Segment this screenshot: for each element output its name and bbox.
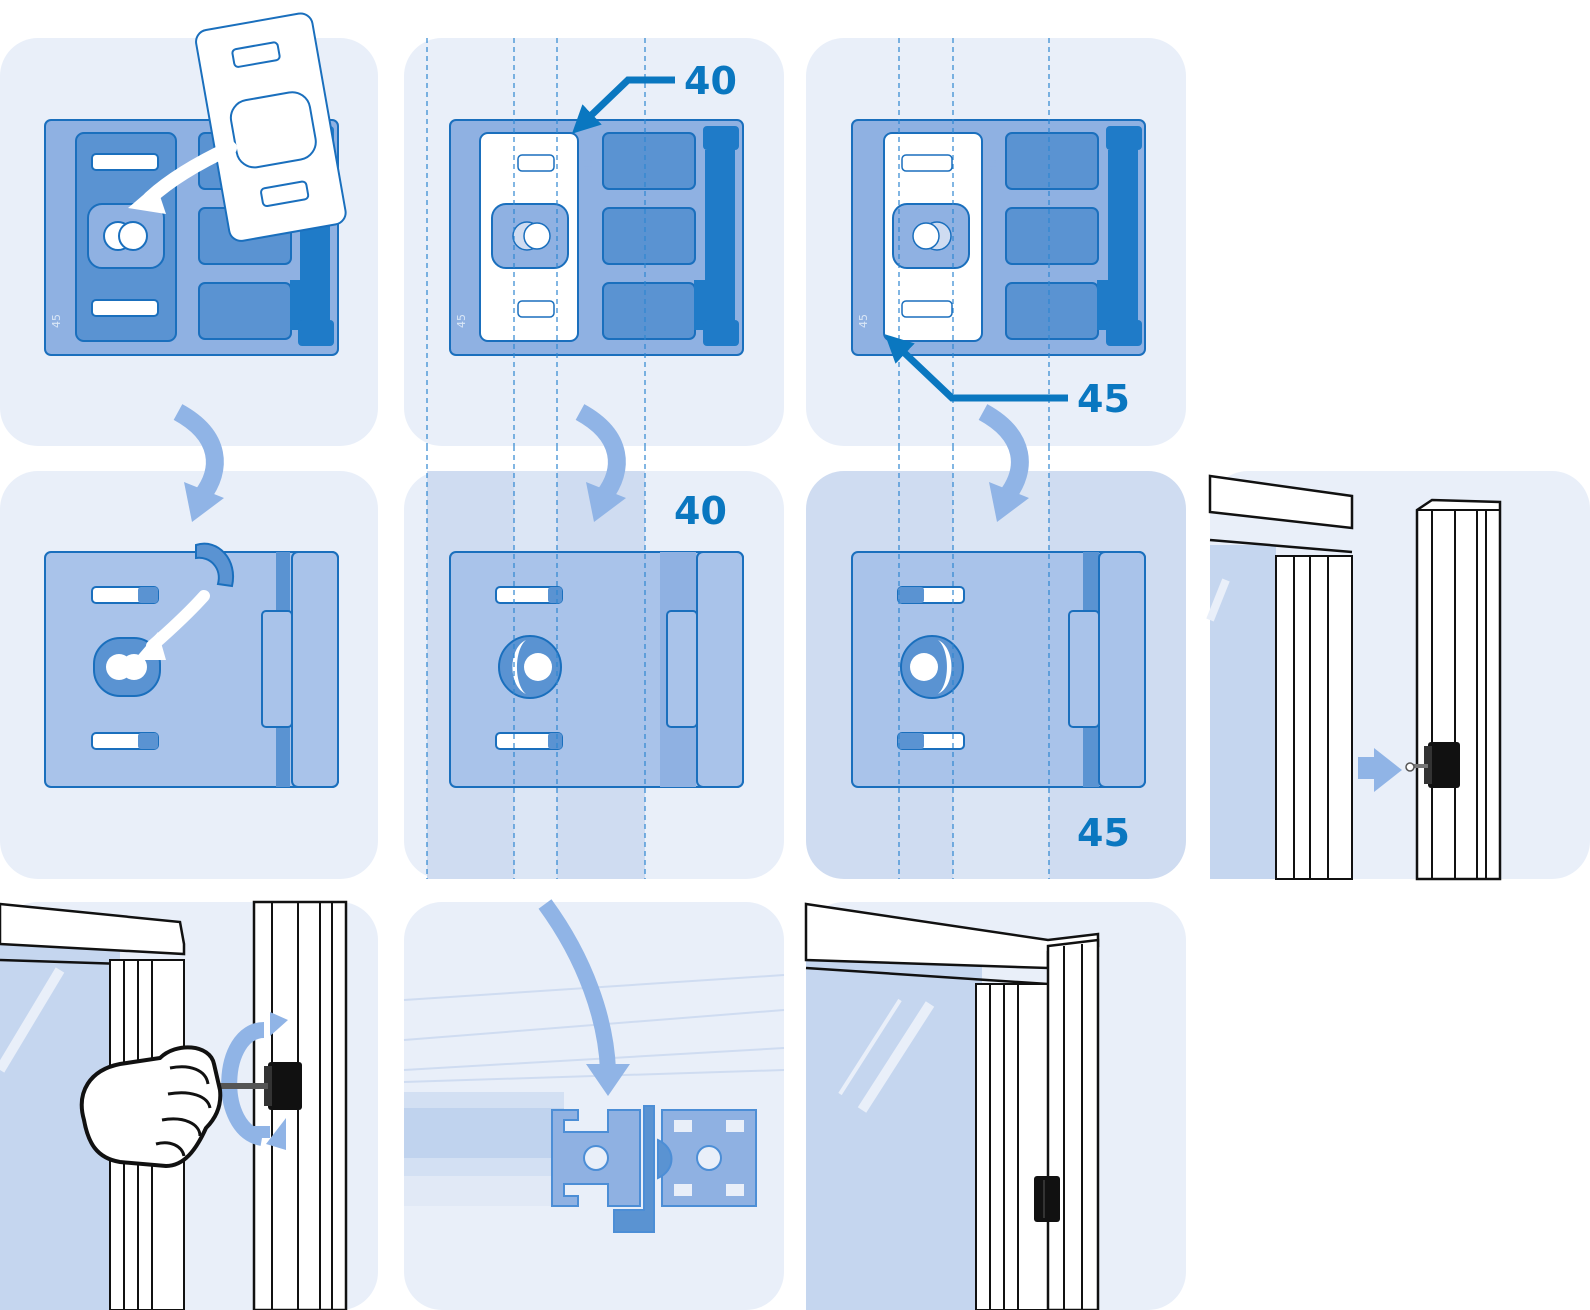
mounting-plate-back <box>449 551 744 788</box>
plate-mark-40: 40 <box>986 158 999 172</box>
template-card: 40 <box>479 132 595 342</box>
dimension-label-45: 45 <box>1077 811 1130 855</box>
panel-step-2: 45 40 40 <box>404 38 784 446</box>
dimension-pointer-45 <box>884 334 1068 402</box>
lock-block <box>264 1062 302 1110</box>
plate-mark-40: 40 <box>582 158 595 172</box>
mounting-plate-back <box>44 551 339 788</box>
cam-piece <box>195 542 235 588</box>
door-profile <box>1415 498 1502 881</box>
guide-lines <box>426 38 646 446</box>
guide-lines <box>898 38 1050 446</box>
curved-down-arrow-icon <box>575 404 626 502</box>
lock-block <box>1405 742 1460 788</box>
dimension-label-45: 45 <box>1077 377 1130 421</box>
profile-section-left <box>551 1109 641 1207</box>
panel-step-10 <box>804 902 1186 1310</box>
lock-block <box>1034 1176 1060 1222</box>
panel-step-7 <box>1206 471 1590 881</box>
curved-down-arrow-icon <box>538 899 616 1071</box>
dimension-pointer-40 <box>571 76 675 134</box>
panel-step-1: 45 <box>0 12 378 446</box>
plate-mark-45: 45 <box>50 314 63 328</box>
template-card <box>195 12 347 242</box>
plate-mark-45: 45 <box>455 314 468 328</box>
bracket <box>613 1105 673 1233</box>
mounting-plate-back <box>851 551 1146 788</box>
panel-step-8 <box>0 900 378 1310</box>
guide-lines <box>426 446 646 879</box>
hand-with-screwdriver-icon <box>79 1045 223 1169</box>
profile-section-right <box>661 1109 757 1207</box>
curved-down-arrow-icon <box>978 404 1029 502</box>
panel-step-3: 45 40 45 <box>806 38 1186 446</box>
panel-step-9 <box>403 899 785 1310</box>
dimension-label-40: 40 <box>674 489 727 533</box>
panel-step-4 <box>0 404 378 879</box>
panel-step-6: 45 <box>806 404 1186 879</box>
curved-down-arrow-icon <box>173 404 224 502</box>
guide-lines <box>898 446 1050 879</box>
panel-step-5: 40 <box>404 404 784 879</box>
door-profile <box>1017 938 1100 1310</box>
rotate-arrow-icon <box>221 1022 270 1146</box>
plate-mark-45: 45 <box>857 314 870 328</box>
template-card: 40 <box>883 132 999 342</box>
dimension-label-40: 40 <box>684 59 737 103</box>
